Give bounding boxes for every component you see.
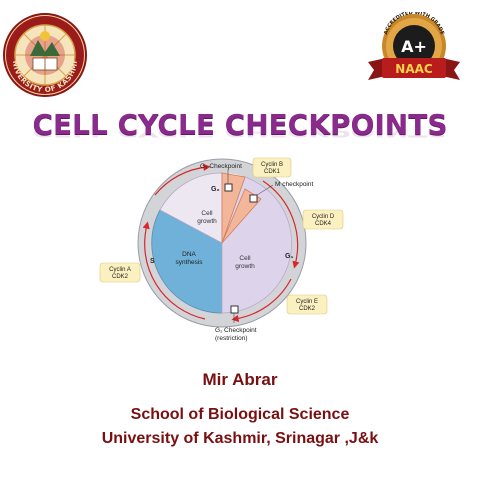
region-dna-sub-label: synthesis (175, 259, 203, 266)
cycle-arrow-left (142, 221, 206, 320)
phase-s-label: S (150, 258, 155, 265)
cyclin-a-box (99, 262, 141, 283)
phase-g1-label: G₁ (285, 253, 293, 260)
cdk2-label-a: CDK2 (112, 274, 129, 280)
g1-checkpoint-label: G₁ Checkpoint (215, 327, 257, 334)
cyclin-d-box (302, 209, 344, 230)
logo-right-grade: A+ (401, 37, 427, 56)
g2-checkpoint-label: G₂ Checkpoint (200, 163, 242, 170)
author-name: Mir Abrar (202, 370, 278, 389)
region-g2-growth-sub-label: growth (197, 218, 217, 225)
cycle-arrow-right (262, 180, 300, 269)
slide-title: CELL CYCLE CHECKPOINTS (32, 108, 448, 141)
dna-synthesis-sector (151, 209, 223, 314)
g1-checkpoint-box (230, 305, 239, 314)
mitosis-wedge-extension (221, 188, 262, 244)
cdk2-label-e: CDK2 (299, 306, 316, 312)
naac-a-plus-logo: ACCREDITED WITH GRADE A+ NAAC (368, 12, 460, 80)
region-g2-growth-label: Cell (201, 210, 213, 217)
logo-right-banner: NAAC (395, 62, 433, 76)
school-name: School of Biological Science (130, 406, 350, 423)
cyclin-a-label: Cyclin A (109, 267, 131, 273)
g2-growth-sector (159, 172, 223, 244)
university-of-kashmir-logo: UNIVERSITY OF KASHMIR (2, 12, 87, 97)
slide-title-reflection: CELL CYCLE CHECKPOINTS (32, 131, 448, 140)
cdk4-label: CDK4 (315, 221, 332, 227)
phase-g2-label: G₂ (211, 186, 220, 193)
cycle-arrow-top (154, 163, 211, 196)
cycle-arrow-bottom (231, 278, 292, 322)
cdk1-label: CDK1 (264, 169, 281, 175)
g2-checkpoint-box (224, 183, 233, 192)
cyclin-e-label: Cyclin E (296, 299, 318, 305)
m-checkpoint-label: M checkpoint (275, 181, 313, 188)
cell-cycle-diagram: G₂ Checkpoint M checkpoint G₁ Checkpoint… (99, 157, 344, 342)
cyclin-b-box (252, 157, 292, 178)
m-checkpoint-box (249, 194, 258, 203)
region-dna-label: DNA (182, 251, 196, 258)
g1-checkpoint-sub-label: (restriction) (215, 335, 248, 342)
region-g1-growth-sub-label: growth (235, 263, 255, 270)
cyclin-d-label: Cyclin D (312, 214, 335, 220)
region-g1-growth-label: Cell (239, 255, 251, 262)
university-name: University of Kashmir, Srinagar ,J&k (101, 430, 379, 447)
cyclin-e-box (286, 294, 328, 315)
cyclin-b-label: Cyclin B (261, 162, 283, 168)
